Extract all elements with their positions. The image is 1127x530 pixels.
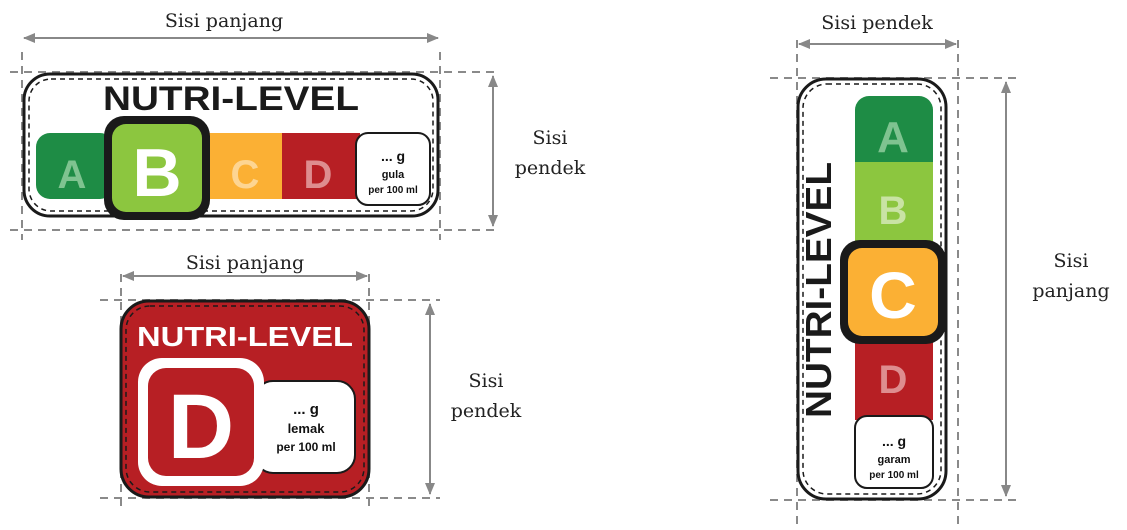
grade-a-tile <box>36 133 114 199</box>
grade-d-letter: D <box>168 376 234 478</box>
short-side-label-line2: pendek <box>451 400 522 422</box>
nutri-level-label-horizontal: NUTRI-LEVEL A C D B ... g gula per 100 m… <box>22 72 440 220</box>
grade-a-letter: A <box>58 153 87 197</box>
grade-b-letter: B <box>879 189 908 233</box>
vertical-label-group: Sisi pendek Sisi panjang NUTRI-LEVEL A B… <box>770 12 1110 526</box>
short-side-label-line2: pendek <box>515 157 586 179</box>
nutrient-per: per 100 ml <box>276 440 335 454</box>
grade-c-selected-tile <box>848 248 938 336</box>
grade-c-letter: C <box>231 153 260 197</box>
nutrient-info-box <box>854 415 934 489</box>
long-side-label: Sisi panjang <box>165 10 283 32</box>
short-side-label-line1: Sisi <box>533 127 568 149</box>
brand-title: NUTRI-LEVEL <box>798 162 839 418</box>
long-side-label-line1: Sisi <box>1054 250 1089 272</box>
grade-d-letter: D <box>879 358 908 402</box>
brand-title: NUTRI-LEVEL <box>137 321 353 352</box>
grade-d-selected-tile <box>148 368 254 476</box>
horizontal-guide-lines <box>10 52 500 240</box>
grade-b-tile <box>855 162 933 252</box>
nutrient-info-box <box>355 132 431 206</box>
long-side-label: Sisi panjang <box>186 252 304 274</box>
nutrient-per: per 100 ml <box>368 185 418 196</box>
grade-b-letter: B <box>132 135 181 211</box>
grade-a-tile <box>855 96 933 176</box>
short-side-label: Sisi pendek <box>821 12 933 34</box>
nutrient-amount: ... g <box>293 401 319 418</box>
short-side-label-line1: Sisi <box>469 370 504 392</box>
compact-label-group: Sisi panjang Sisi pendek NUTRI-LEVEL ...… <box>100 252 522 510</box>
grade-c-tile <box>200 133 286 199</box>
nutri-level-label-vertical: NUTRI-LEVEL A B D C ... g garam per 100 … <box>796 77 948 501</box>
brand-title: NUTRI-LEVEL <box>103 80 359 118</box>
grade-d-tile <box>282 133 360 199</box>
nutrient-per: per 100 ml <box>869 470 919 481</box>
horizontal-label-group: Sisi panjang Sisi pendek NUTRI-LEVEL A C… <box>10 10 586 240</box>
nutrient-name: garam <box>877 454 910 466</box>
grade-d-letter: D <box>304 153 333 197</box>
nutrient-name: lemak <box>288 421 326 436</box>
grade-b-selected-tile <box>112 124 202 212</box>
grade-a-letter: A <box>877 113 909 162</box>
long-side-label-line2: panjang <box>1032 280 1109 302</box>
nutrient-amount: ... g <box>381 148 405 164</box>
nutrient-amount: ... g <box>882 433 906 449</box>
nutri-level-label-compact: NUTRI-LEVEL ... g lemak per 100 ml D <box>119 299 371 499</box>
grade-c-letter: C <box>869 258 917 332</box>
nutrient-name: gula <box>382 169 405 181</box>
